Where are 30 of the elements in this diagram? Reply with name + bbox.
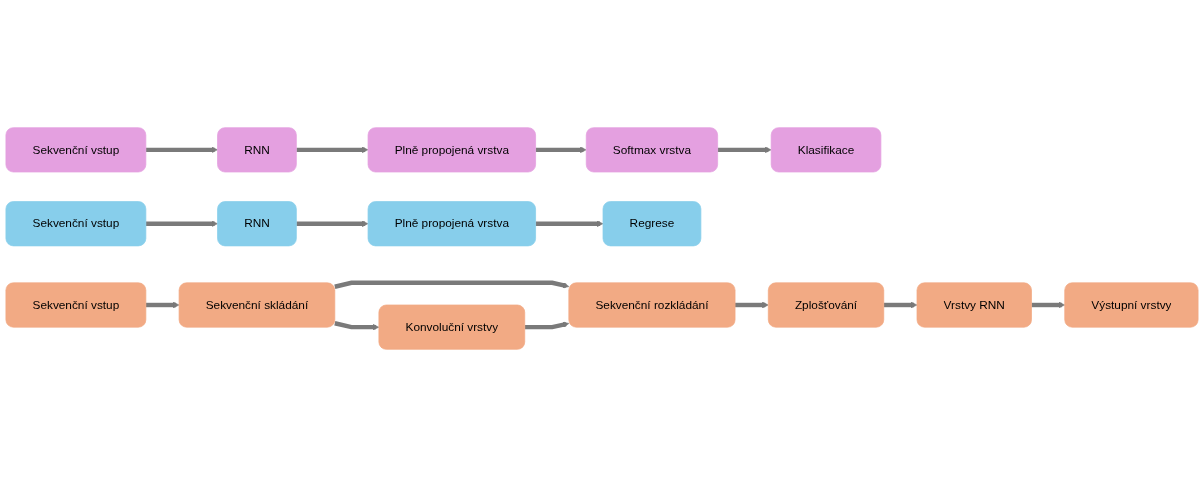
- node-box: Regrese: [602, 201, 702, 247]
- node-box: Zplošťování: [767, 282, 885, 328]
- node-box: Klasifikace: [770, 127, 882, 173]
- arrow: [717, 146, 772, 154]
- node-box: RNN: [217, 201, 297, 247]
- arrow: [535, 146, 587, 154]
- arrow: [883, 301, 918, 309]
- node-box: Sekvenční vstup: [5, 282, 147, 328]
- arrow: [334, 321, 380, 331]
- node-box: Plně propojená vrstva: [367, 127, 536, 173]
- node-box: Plně propojená vrstva: [367, 201, 536, 247]
- node-box: Konvoluční vrstvy: [378, 304, 526, 350]
- node-box: Sekvenční rozkládání: [568, 282, 736, 328]
- node-box: Sekvenční vstup: [5, 127, 147, 173]
- arrow: [535, 220, 604, 227]
- arrow: [735, 301, 769, 309]
- node-box: Sekvenční skládání: [178, 282, 336, 328]
- arrow: [145, 301, 180, 309]
- node-box: Výstupní vrstvy: [1064, 282, 1199, 328]
- node-box: Sekvenční vstup: [5, 201, 147, 247]
- node-box: RNN: [217, 127, 297, 173]
- node-box: Softmax vrstva: [585, 127, 718, 173]
- arrow: [524, 321, 570, 330]
- arrow: [296, 220, 369, 227]
- arrow: [1031, 301, 1066, 309]
- arrow: [334, 280, 570, 289]
- node-box: Vrstvy RNN: [916, 282, 1032, 328]
- arrow: [145, 146, 218, 154]
- arrow: [145, 220, 218, 227]
- arrow: [296, 146, 369, 154]
